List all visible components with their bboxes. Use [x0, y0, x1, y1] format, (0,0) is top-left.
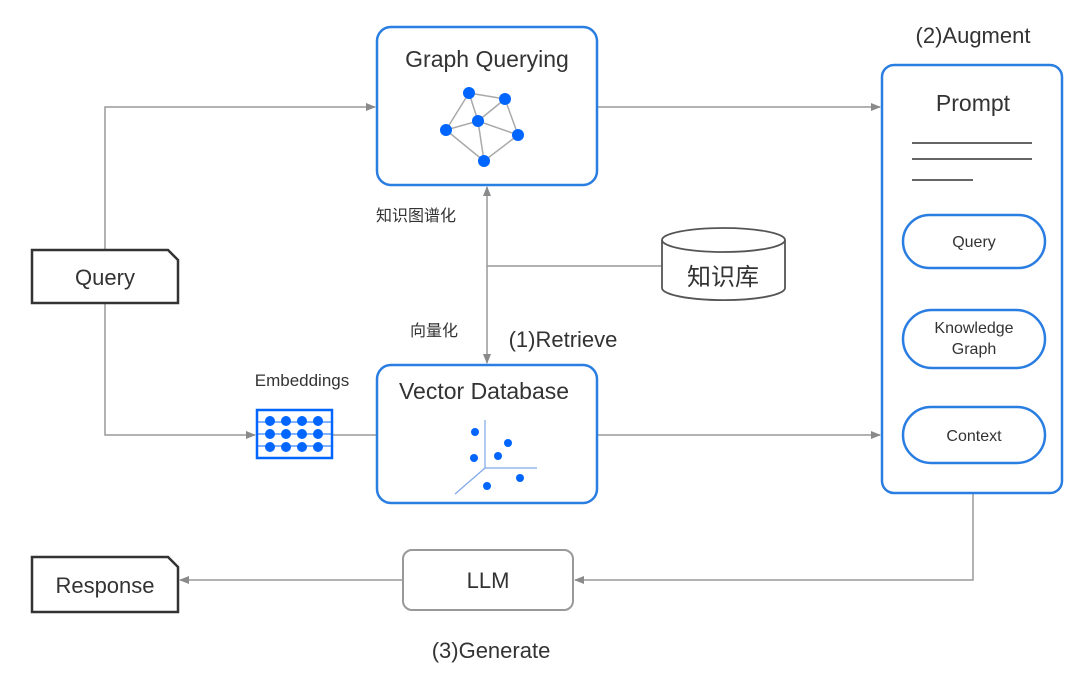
svg-text:Context: Context — [946, 428, 1002, 445]
knowledge-base-cylinder: 知识库 — [661, 227, 786, 301]
llm-box: LLM — [402, 549, 574, 611]
retrieve-label: (1)Retrieve — [509, 327, 618, 352]
graph-querying-title: Graph Querying — [405, 46, 569, 72]
generate-label: (3)Generate — [432, 638, 551, 663]
svg-text:Query: Query — [952, 234, 996, 251]
prompt-text-lines-icon — [912, 142, 1032, 181]
query-node: Query — [30, 248, 180, 305]
arrow-prompt-to-llm — [574, 493, 974, 584]
prompt-item-knowledge-graph: Knowledge Graph — [901, 308, 1047, 370]
prompt-item-context: Context — [901, 405, 1047, 465]
prompt-panel: Prompt Query Knowledge Graph Context — [880, 63, 1064, 495]
knowledge-graph-label: Knowledge Graph — [934, 320, 1014, 358]
prompt-item-query: Query — [901, 213, 1047, 270]
prompt-title: Prompt — [936, 90, 1011, 116]
knowledge-base-label: 知识库 — [687, 264, 759, 291]
arrow-query-to-embeddings — [104, 303, 256, 439]
vector-space-icon — [454, 420, 537, 495]
vector-database-title: Vector Database — [399, 378, 569, 404]
embeddings-label: Embeddings — [255, 371, 350, 390]
graphify-label: 知识图谱化 — [376, 207, 456, 225]
arrow-query-to-graph — [104, 103, 376, 250]
response-label: Response — [55, 573, 154, 598]
llm-label: LLM — [467, 568, 510, 593]
embeddings-grid-icon — [255, 408, 334, 460]
query-label: Query — [75, 265, 135, 290]
graph-querying-box: Graph Querying — [375, 25, 599, 187]
augment-label: (2)Augment — [916, 23, 1031, 48]
graph-network-icon — [440, 87, 524, 167]
vector-database-box: Vector Database — [375, 363, 599, 505]
vectorize-label: 向量化 — [410, 322, 458, 340]
response-node: Response — [30, 555, 180, 614]
